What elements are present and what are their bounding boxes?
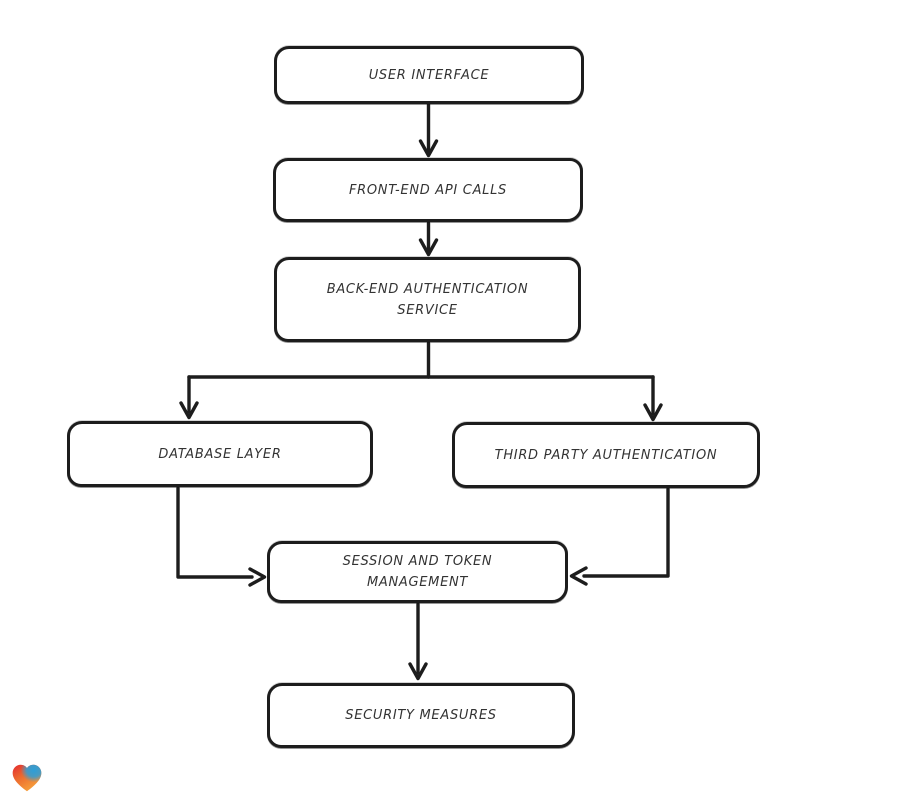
node-database-layer[interactable]: DATABASE LAYER <box>67 421 373 487</box>
arrowhead-down-icon <box>179 401 199 420</box>
heart-icon <box>10 761 44 795</box>
node-security-measures[interactable]: SECURITY MEASURES <box>267 683 575 748</box>
arrowhead-down-icon <box>418 238 439 257</box>
node-user-interface[interactable]: USER INTERFACE <box>274 46 584 104</box>
edge-thirdparty-to-session <box>582 487 670 578</box>
node-label: THIRD PARTY AUTHENTICATION <box>494 447 718 463</box>
arrowhead-right-icon <box>248 567 267 587</box>
node-label: USER INTERFACE <box>368 67 490 83</box>
node-label: SECURITY MEASURES <box>345 708 497 723</box>
node-back-end-authentication-service[interactable]: BACK-END AUTHENTICATION SERVICE <box>274 257 581 342</box>
node-third-party-authentication[interactable]: THIRD PARTY AUTHENTICATION <box>452 422 760 488</box>
arrowhead-down-icon <box>643 403 663 422</box>
arrowhead-down-icon <box>418 139 439 158</box>
node-label: DATABASE LAYER <box>158 446 282 462</box>
arrowhead-down-icon <box>408 662 428 681</box>
arrowhead-left-icon <box>569 566 588 586</box>
node-label: BACK-END AUTHENTICATION SERVICE <box>326 281 529 318</box>
node-label: FRONT-END API CALLS <box>348 182 508 198</box>
node-label: SESSION AND TOKEN MANAGEMENT <box>342 554 493 590</box>
edge-database-to-session <box>176 486 254 579</box>
node-front-end-api-calls[interactable]: FRONT-END API CALLS <box>273 158 583 222</box>
node-session-and-token-management[interactable]: SESSION AND TOKEN MANAGEMENT <box>267 541 568 603</box>
